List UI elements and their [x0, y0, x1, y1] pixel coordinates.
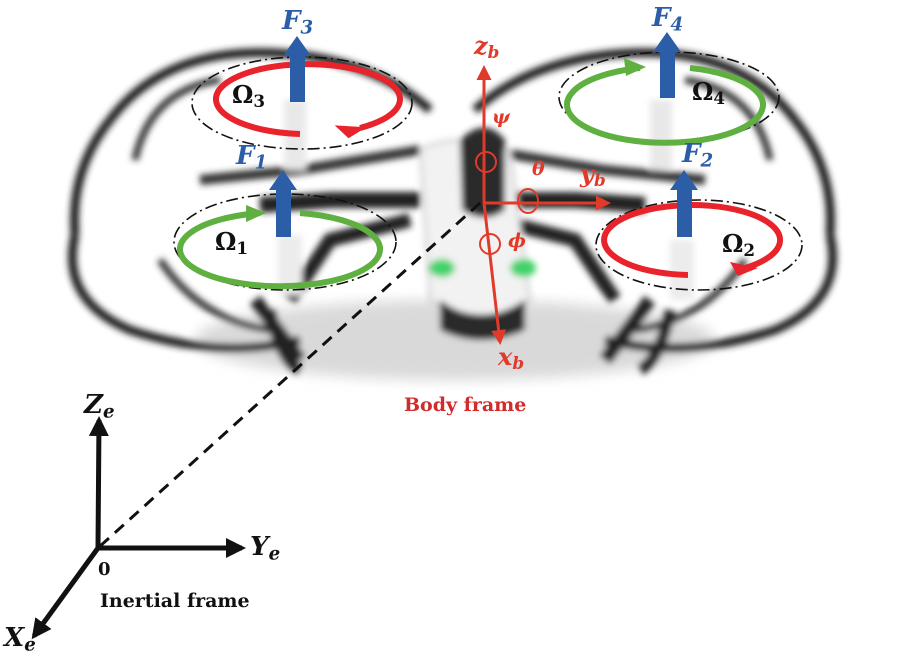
yaw-angle-label: ψ	[492, 106, 510, 128]
rotor-3-group	[191, 36, 413, 150]
frame-link-dashed-line	[96, 201, 482, 550]
origin-label: 0	[98, 559, 111, 580]
speed-label-omega3: Ω3	[232, 80, 266, 112]
inertial-z-axis	[88, 416, 109, 549]
body-x-axis	[482, 202, 507, 345]
rotation-cw-arrow-4	[564, 65, 766, 146]
rotor-2-group	[595, 170, 803, 291]
inertial-frame-axes	[31, 416, 246, 640]
yaw-rotation-icon	[475, 151, 497, 173]
thrust-label-f2: F2	[682, 139, 714, 172]
drone-photo	[67, 48, 838, 380]
rotation-cw-arrow-1	[177, 210, 383, 290]
speed-label-omega1: Ω1	[215, 227, 249, 259]
body-z-label: zb	[474, 31, 500, 63]
inertial-x-axis	[31, 546, 101, 640]
inertial-z-label: Ze	[84, 390, 115, 423]
thrust-label-f1: F1	[236, 141, 268, 174]
inertial-x-label: Xe	[4, 623, 36, 656]
rotation-ccw-arrow-3	[213, 61, 403, 137]
roll-rotation-icon	[479, 233, 501, 255]
speed-label-omega4: Ω4	[692, 77, 726, 109]
pitch-rotation-icon	[517, 188, 539, 214]
inertial-y-label: Ye	[250, 532, 281, 565]
body-x-label: xb	[498, 342, 525, 374]
inertial-frame-caption: Inertial frame	[100, 590, 250, 612]
rotor-4-group	[558, 32, 780, 146]
thrust-label-f3: F3	[282, 6, 314, 39]
body-frame-axes	[475, 65, 611, 345]
body-frame-caption: Body frame	[404, 394, 527, 416]
pitch-angle-label: θ	[532, 158, 545, 180]
rotation-ccw-arrow-2	[601, 202, 784, 278]
body-y-label: yb	[580, 159, 606, 191]
rotor-1-group	[173, 170, 397, 291]
speed-label-omega2: Ω2	[722, 229, 756, 261]
roll-angle-label: ϕ	[508, 230, 526, 252]
thrust-label-f4: F4	[652, 3, 684, 36]
